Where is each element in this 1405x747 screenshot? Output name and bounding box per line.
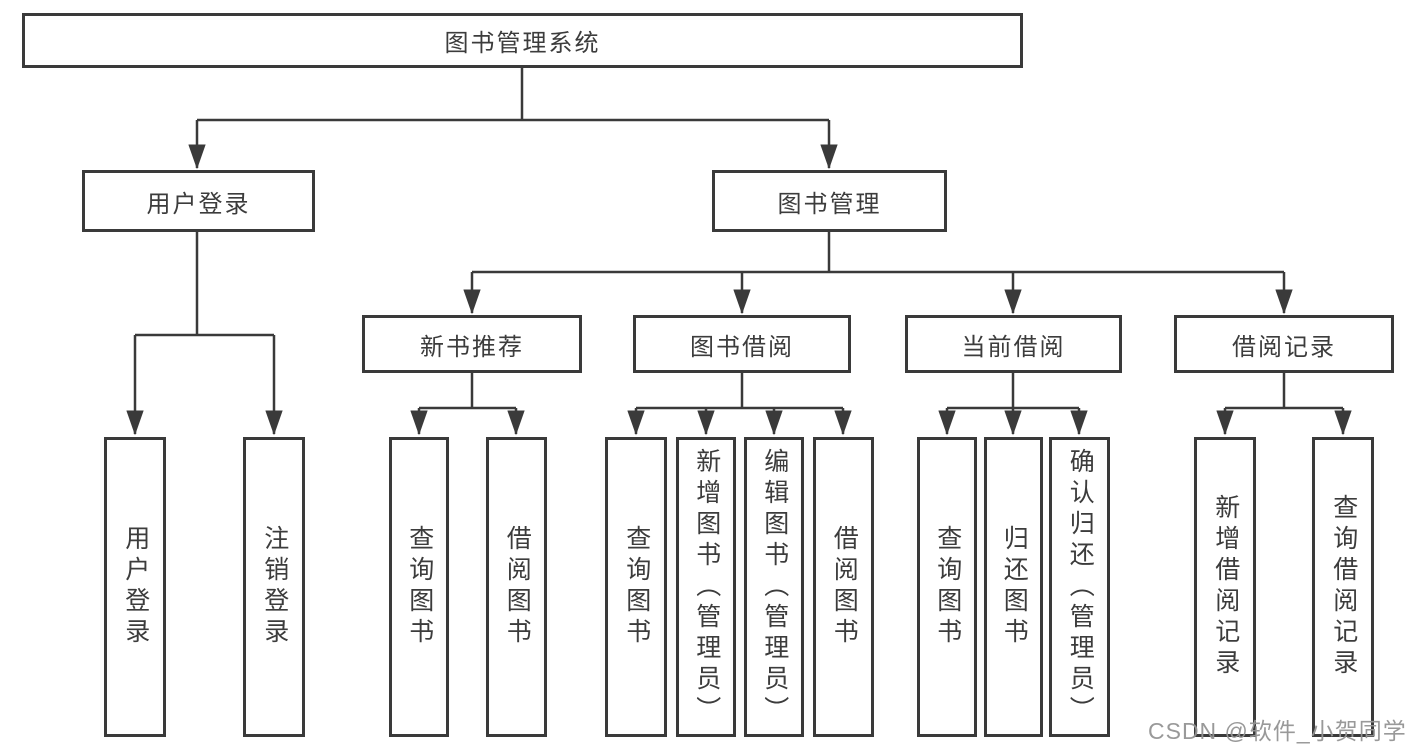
leaf-add-borrow-record: 新增借阅记录	[1194, 437, 1256, 737]
leaf-query-books-1: 查询图书	[389, 437, 449, 737]
node-book-borrowing: 图书借阅	[633, 315, 851, 373]
node-book-management: 图书管理	[712, 170, 947, 232]
leaf-add-book-admin: 新增图书（管理员）	[676, 437, 736, 737]
watermark: CSDN @软件_小贺同学	[1148, 718, 1405, 744]
node-current-borrowing: 当前借阅	[905, 315, 1122, 373]
node-root: 图书管理系统	[22, 13, 1023, 68]
node-user-login: 用户登录	[82, 170, 315, 232]
leaf-confirm-return-admin: 确认归还（管理员）	[1049, 437, 1110, 737]
leaf-borrow-books-1: 借阅图书	[486, 437, 547, 737]
leaf-query-borrow-record: 查询借阅记录	[1312, 437, 1374, 737]
node-borrowing-records: 借阅记录	[1174, 315, 1394, 373]
leaf-query-books-2: 查询图书	[605, 437, 667, 737]
leaf-query-books-3: 查询图书	[917, 437, 977, 737]
leaf-borrow-books-2: 借阅图书	[813, 437, 874, 737]
leaf-user-login: 用户登录	[104, 437, 166, 737]
leaf-edit-book-admin: 编辑图书（管理员）	[744, 437, 804, 737]
leaf-logout: 注销登录	[243, 437, 305, 737]
leaf-return-book: 归还图书	[984, 437, 1043, 737]
node-new-book-recommendation: 新书推荐	[362, 315, 582, 373]
